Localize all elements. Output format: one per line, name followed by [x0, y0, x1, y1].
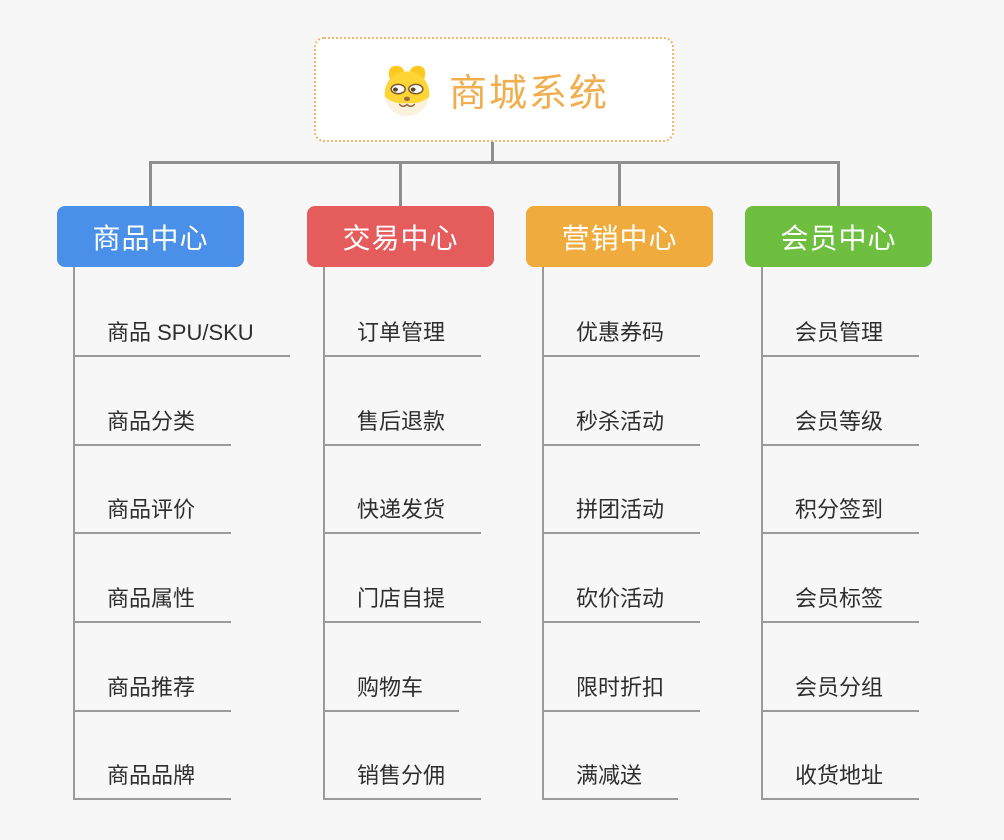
child-topic[interactable]: 满减送: [542, 762, 679, 800]
child-topic[interactable]: 快递发货: [323, 496, 482, 534]
branch-column-trade-center: 交易中心订单管理售后退款快递发货门店自提购物车销售分佣: [307, 206, 527, 826]
child-topic[interactable]: 商品品牌: [73, 762, 232, 800]
connector-drop-marketing-center: [618, 161, 621, 207]
child-topic[interactable]: 会员管理: [761, 319, 920, 357]
branch-node-trade-center[interactable]: 交易中心: [307, 206, 494, 267]
child-topic[interactable]: 拼团活动: [542, 496, 701, 534]
dog-icon: [379, 63, 435, 117]
branch-column-marketing-center: 营销中心优惠券码秒杀活动拼团活动砍价活动限时折扣满减送: [526, 206, 746, 826]
child-topic[interactable]: 商品评价: [73, 496, 232, 534]
connector-drop-trade-center: [399, 161, 402, 207]
child-topic[interactable]: 商品 SPU/SKU: [73, 319, 290, 357]
branch-node-member-center[interactable]: 会员中心: [745, 206, 932, 267]
child-topic[interactable]: 秒杀活动: [542, 408, 701, 446]
child-topic[interactable]: 限时折扣: [542, 674, 701, 712]
child-topic[interactable]: 售后退款: [323, 408, 482, 446]
branch-node-product-center[interactable]: 商品中心: [57, 206, 244, 267]
branch-column-member-center: 会员中心会员管理会员等级积分签到会员标签会员分组收货地址: [745, 206, 965, 826]
child-topic[interactable]: 商品分类: [73, 408, 232, 446]
child-topic[interactable]: 购物车: [323, 674, 460, 712]
child-topic[interactable]: 门店自提: [323, 585, 482, 623]
child-topic[interactable]: 会员标签: [761, 585, 920, 623]
root-title: 商城系统: [448, 73, 609, 115]
child-topic[interactable]: 收货地址: [761, 762, 920, 800]
child-topic[interactable]: 砍价活动: [542, 585, 701, 623]
child-topic[interactable]: 会员等级: [761, 408, 920, 446]
branch-node-marketing-center[interactable]: 营销中心: [526, 206, 713, 267]
connector-horizontal: [149, 161, 840, 164]
child-topic[interactable]: 积分签到: [761, 496, 920, 534]
child-topic[interactable]: 商品属性: [73, 585, 232, 623]
branch-column-product-center: 商品中心商品 SPU/SKU 商品分类商品评价商品属性商品推荐商品品牌: [57, 206, 290, 826]
connector-drop-member-center: [837, 161, 840, 207]
child-topic[interactable]: 会员分组: [761, 674, 920, 712]
root-node[interactable]: 商城系统: [314, 37, 674, 142]
child-topic[interactable]: 商品推荐: [73, 674, 232, 712]
child-topic[interactable]: 优惠券码: [542, 319, 701, 357]
child-topic[interactable]: 销售分佣: [323, 762, 482, 800]
connector-drop-product-center: [149, 161, 152, 207]
child-topic[interactable]: 订单管理: [323, 319, 482, 357]
connector-root-stub: [491, 141, 494, 164]
